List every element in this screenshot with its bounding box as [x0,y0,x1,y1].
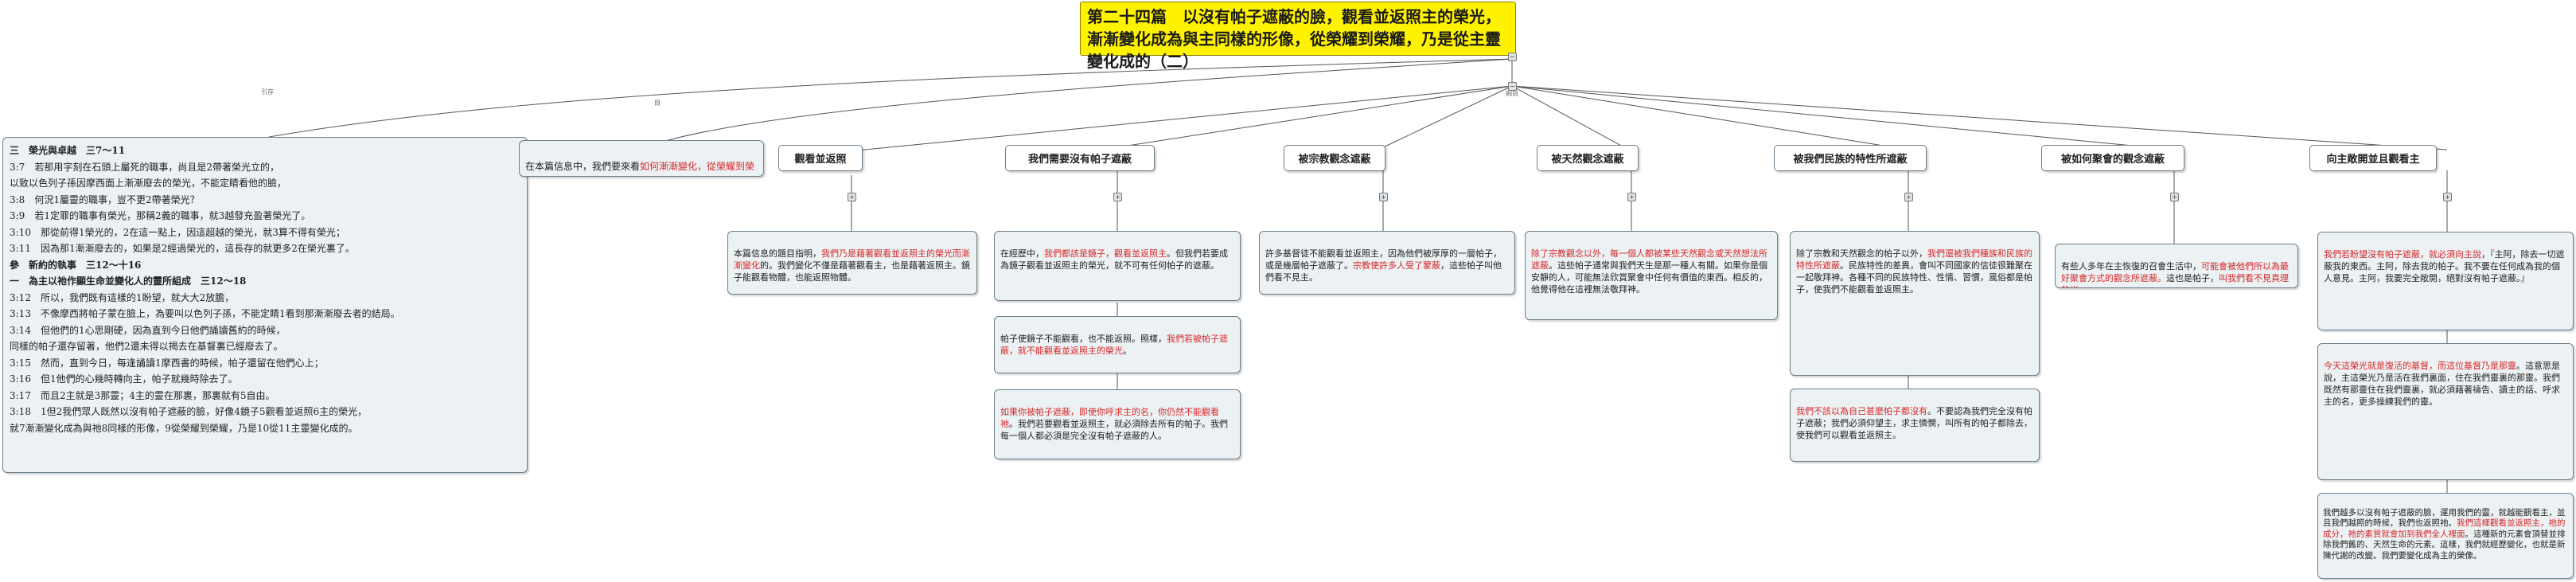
scripture-line: 3:15 然而，直到今日，每逢誦讀1摩西書的時候，帕子還留在他們心上； [10,357,324,369]
scripture-line: 3:8 何況1屬靈的職事，豈不更2帶著榮光？ [10,193,200,205]
summary-tail: 。 [535,175,544,176]
note-open-3: 我們越多以沒有帕子遮蔽的臉，運用我們的靈，就越能觀看主，並且我們越照的時候，我們… [2317,493,2574,579]
collapse-toggle[interactable]: + [1904,193,1913,201]
scripture-line: 參 新約的執事 三12～十16 [10,259,142,271]
topic-national-veil[interactable]: 被我們民族的特性所遮蔽 [1774,145,1927,171]
scripture-line: 3:13 不像摩西將帕子蒙在臉上，為要叫以色列子孫，不能定睛1看到那漸漸廢去者的… [10,308,400,319]
note-nation-1: 除了宗教和天然觀念的帕子以外，我們還被我們種族和民族的特性所遮蔽。民族特性的差異… [1790,231,2040,376]
note-religion: 許多基督徒不能觀看並返照主，因為他們被厚厚的一層帕子，或是幾層帕子遮蔽了。宗教使… [1259,231,1515,295]
note-natural: 除了宗教觀念以外，每一個人都被某些天然觀念或天然想法所遮蔽。這些帕子通常與我們天… [1525,231,1778,320]
note-observe: 本篇信息的題目指明，我們乃是藉著觀看並返照主的榮光而漸漸變化的。我們變化不僅是藉… [727,231,977,295]
note-need-1: 在經歷中，我們都該是鏡子，觀看並返照主。但我們若要成為鏡子觀看並返照主的榮光，就… [994,231,1241,301]
topic-observe-reflect[interactable]: 觀看並返照 [778,145,863,171]
collapse-toggle[interactable]: + [2170,193,2179,201]
map-title: 第二十四篇 以沒有帕子遮蔽的臉，觀看並返照主的榮光，漸漸變化成為與主同樣的形像，… [1080,2,1516,71]
scripture-line: 3:17 而且2主就是3那靈；4主的靈在那裏，那裏就有5自由。 [10,389,275,401]
note-need-2: 帕子使鏡子不能觀看，也不能返照。照樣，我們若被帕子遮蔽，就不能觀看並返照主的榮光… [994,316,1241,373]
scripture-line: 3:10 那從前得1榮光的，2在這一點上，因這超越的榮光，就3算不得有榮光； [10,226,345,238]
scripture-line: 同樣的帕子還存留著，他們2還未得以揭去在基督裏已經廢去了。 [10,341,283,352]
scripture-line: 三 榮光與卓越 三7～11 [10,145,126,156]
scripture-line: 3:18 1但2我們眾人既然以沒有帕子遮蔽的臉，好像4鏡子5觀看並返照6主的榮光… [10,406,368,417]
note-open-1: 我們若盼望沒有帕子遮蔽，就必須向主說，『主阿，除去一切遮蔽我的東西。主阿，除去我… [2317,232,2574,330]
link-label-right: 綱目 [1506,90,1518,97]
scripture-line: 3:12 所以，我們既有這樣的1盼望，就大大2放膽， [10,291,235,303]
scripture-line: 3:14 但他們的1心思剛硬，因為直到今日他們誦讀舊約的時候， [10,324,286,336]
collapse-toggle-root[interactable]: − [1508,53,1517,61]
scripture-line: 一 為主以祂作顯生命並變化人的靈所組成 三12～18 [10,275,247,287]
collapse-toggle[interactable]: + [848,193,856,201]
scripture-box: 三 榮光與卓越 三7～11 3:7 若那用字刻在石頭上屬死的職事，尚且是2帶著榮光… [2,137,528,473]
scripture-line: 3:16 但1他們的心幾時轉向主，帕子就幾時除去了。 [10,373,238,385]
scripture-line: 3:7 若那用字刻在石頭上屬死的職事，尚且是2帶著榮光立的， [10,161,279,173]
scripture-line: 3:9 若1定罪的職事有榮光，那稱2義的職事，就3越發充盈著榮光了。 [10,210,311,221]
topic-need-no-veil[interactable]: 我們需要沒有帕子遮蔽 [1005,145,1155,171]
link-label-mid: 目 [654,100,661,107]
summary-plain: 在本篇信息中，我們要來看 [525,161,641,172]
summary-highlight: 如何漸漸變化，從榮耀到榮耀 [525,161,755,176]
collapse-toggle[interactable]: + [1113,193,1122,201]
topic-religious-veil[interactable]: 被宗教觀念遮蔽 [1284,145,1385,171]
topic-natural-veil[interactable]: 被天然觀念遮蔽 [1537,145,1639,171]
topic-open-to-lord[interactable]: 向主敞開並且觀看主 [2309,145,2437,171]
link-label-left: 引存 [261,88,274,96]
note-nation-2: 我們不該以為自己甚麼帕子都沒有。不要認為我們完全沒有帕子遮蔽；我們必須仰望主，求… [1790,389,2040,462]
topic-meeting-veil[interactable]: 被如何聚會的觀念遮蔽 [2041,145,2184,171]
collapse-toggle[interactable]: + [1379,193,1388,201]
note-need-3: 如果你被帕子遮蔽，即使你呼求主的名，你仍然不能觀看祂。我們若要觀看並返照主，就必… [994,389,1241,459]
note-open-2: 今天這榮光就是復活的基督，而這位基督乃是那靈。這意思是說，主這榮光乃是活在我們裏… [2317,343,2574,480]
collapse-toggle[interactable]: + [2443,193,2452,201]
scripture-line: 就7漸漸變化成為與祂8同樣的形像，9從榮耀到榮耀，乃是10從11主靈變化成的。 [10,422,358,434]
note-meeting: 有些人多年在主恢復的召會生活中，可能會被他們所以為最好聚會方式的觀念所遮蔽。這也… [2055,244,2298,288]
summary-box: 在本篇信息中，我們要來看如何漸漸變化，從榮耀到榮耀。 [519,140,764,177]
collapse-toggle[interactable]: + [1627,193,1636,201]
scripture-line: 3:11 因為那1漸漸廢去的，如果是2經過榮光的，這長存的就更多2在榮光裏了。 [10,243,355,254]
scripture-line: 以致以色列子孫因摩西面上漸漸廢去的榮光，不能定睛看他的臉， [10,178,287,189]
collapse-toggle-hub[interactable]: − [1508,82,1517,91]
